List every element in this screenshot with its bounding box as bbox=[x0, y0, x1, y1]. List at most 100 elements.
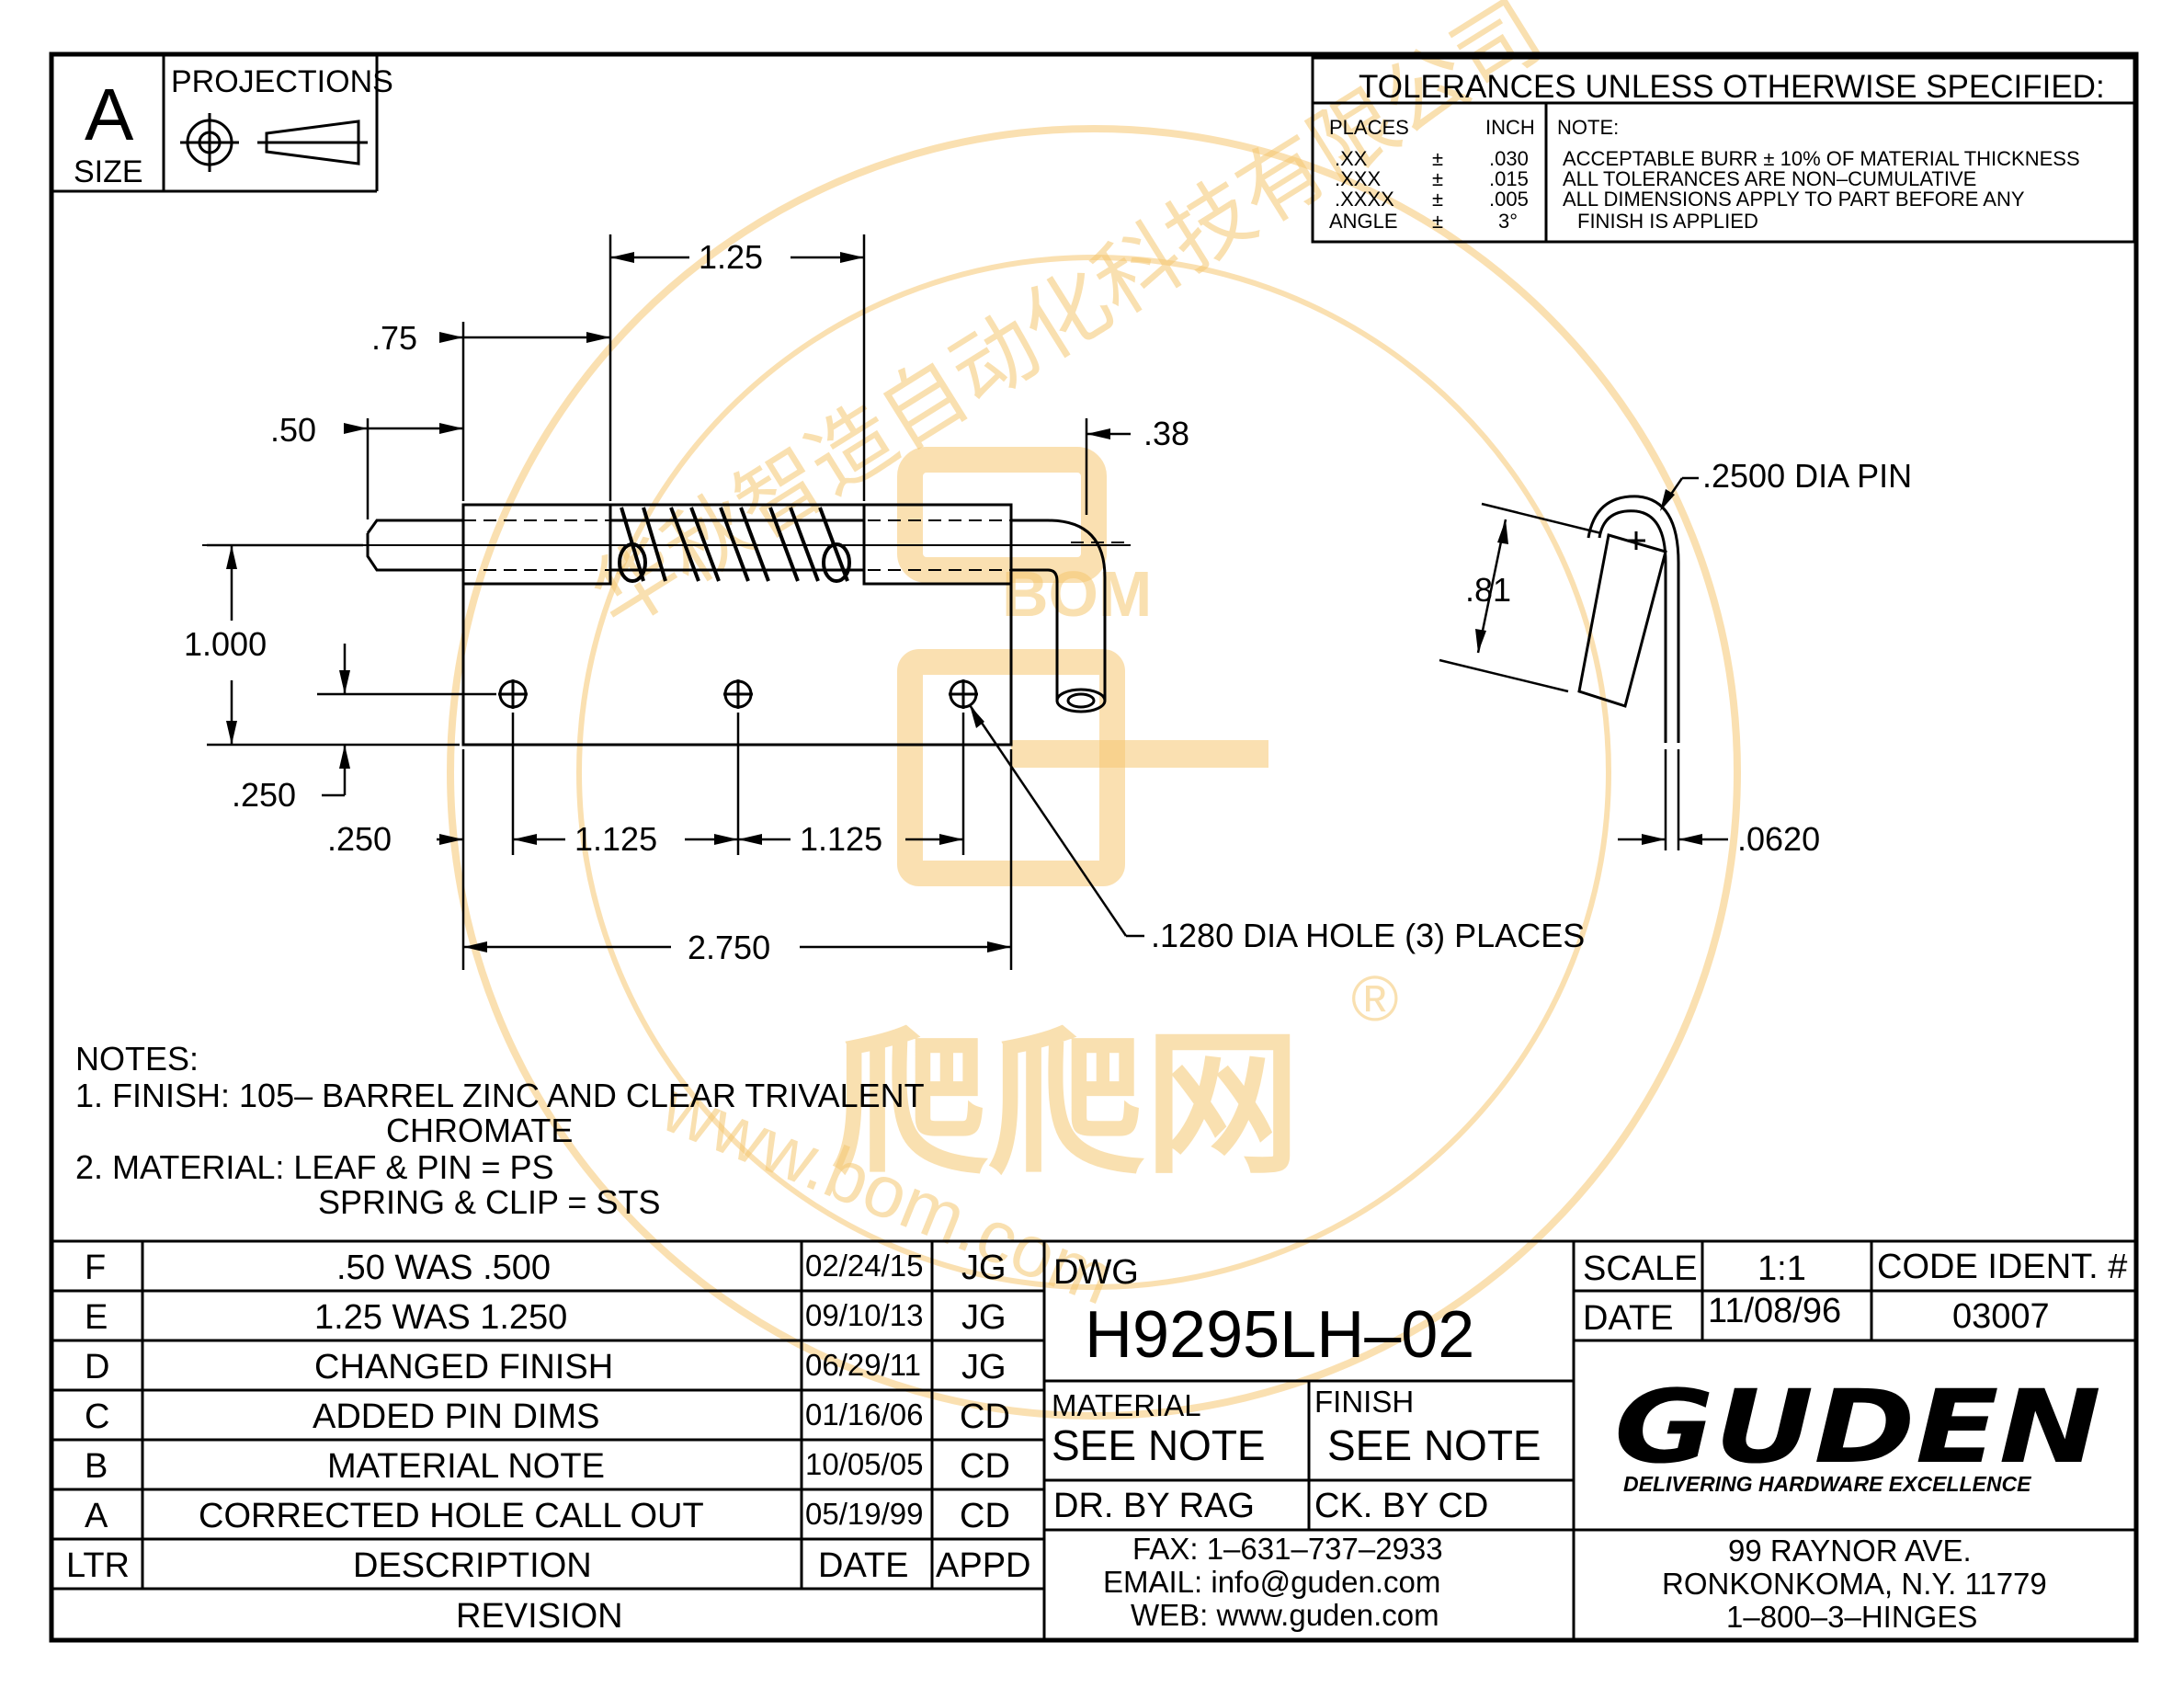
projections-label: PROJECTIONS bbox=[171, 64, 393, 99]
dim-0-38: .38 bbox=[1143, 415, 1189, 452]
spring bbox=[618, 507, 851, 583]
dim-0-250-horizontal: .250 bbox=[327, 820, 392, 858]
note-line: 1. FINISH: 105– BARREL ZINC AND CLEAR TR… bbox=[75, 1077, 925, 1114]
tolerance-inch: .015 bbox=[1489, 167, 1529, 190]
revision-rows: F .50 WAS .500 02/24/15 JG E 1.25 WAS 1.… bbox=[66, 1249, 1030, 1636]
revision-appd: CD bbox=[960, 1397, 1010, 1436]
revision-footer: REVISION bbox=[456, 1597, 623, 1636]
revision-row: B MATERIAL NOTE 10/05/05 CD bbox=[85, 1447, 1010, 1486]
notes-title: NOTES: bbox=[75, 1040, 199, 1078]
revision-date: 09/10/13 bbox=[805, 1298, 923, 1332]
dwg-label: DWG bbox=[1053, 1253, 1139, 1292]
revision-date: 10/05/05 bbox=[805, 1447, 923, 1481]
tolerance-places: .XXX bbox=[1335, 167, 1381, 190]
date-label: DATE bbox=[1583, 1299, 1674, 1338]
note-line: 2. MATERIAL: LEAF & PIN = PS bbox=[75, 1148, 554, 1186]
revision-header-desc: DESCRIPTION bbox=[353, 1546, 592, 1585]
code-ident-label: CODE IDENT. # bbox=[1877, 1248, 2127, 1286]
address-line: 99 RAYNOR AVE. bbox=[1728, 1534, 1972, 1568]
revision-appd: CD bbox=[960, 1447, 1010, 1486]
revision-ltr: C bbox=[85, 1397, 109, 1436]
clip-loop bbox=[1587, 495, 1680, 743]
hole-callout: .1280 DIA HOLE (3) PLACES bbox=[1151, 917, 1585, 954]
tolerance-inch: 3° bbox=[1498, 210, 1518, 233]
drawn-by: DR. BY RAG bbox=[1053, 1487, 1255, 1525]
address-line: RONKONKOMA, N.Y. 11779 bbox=[1662, 1567, 2047, 1601]
dim-2-750: 2.750 bbox=[688, 929, 770, 966]
finish-value: SEE NOTE bbox=[1327, 1421, 1541, 1469]
dim-0-75: .75 bbox=[371, 319, 417, 357]
material-value: SEE NOTE bbox=[1052, 1421, 1266, 1469]
note-line: CHROMATE bbox=[386, 1112, 573, 1149]
revision-desc: .50 WAS .500 bbox=[336, 1249, 551, 1287]
revision-row: F .50 WAS .500 02/24/15 JG bbox=[85, 1249, 1007, 1287]
slogan: DELIVERING HARDWARE EXCELLENCE bbox=[1623, 1472, 2031, 1496]
dim-0-81: .81 bbox=[1465, 571, 1511, 609]
guden-logo: GUDEN bbox=[1614, 1368, 2101, 1486]
side-pin bbox=[1577, 533, 1667, 708]
scale-label: SCALE bbox=[1583, 1249, 1698, 1288]
dim-1-000: 1.000 bbox=[184, 625, 267, 663]
tolerance-inch: .005 bbox=[1489, 188, 1529, 211]
scale-value: 1:1 bbox=[1757, 1249, 1806, 1288]
size-block: A SIZE PROJECTIONS bbox=[51, 54, 393, 193]
side-view-labels: .2500 DIA PIN .81 .0620 bbox=[1465, 457, 1912, 858]
fax: FAX: 1–631–737–2933 bbox=[1132, 1532, 1443, 1566]
pin-callout: .2500 DIA PIN bbox=[1702, 457, 1912, 495]
tolerance-note: ALL TOLERANCES ARE NON–CUMULATIVE bbox=[1563, 167, 1976, 190]
dim-1-25: 1.25 bbox=[699, 238, 763, 276]
tolerance-col-inch: INCH bbox=[1485, 116, 1535, 139]
tolerance-pm: ± bbox=[1432, 188, 1443, 211]
tolerance-pm: ± bbox=[1432, 167, 1443, 190]
dwg-number: H9295LH–02 bbox=[1085, 1298, 1474, 1372]
arrowheads bbox=[226, 252, 1110, 952]
side-view bbox=[1439, 476, 1728, 850]
revision-header-date: DATE bbox=[818, 1546, 909, 1585]
dim-0-250-vertical: .250 bbox=[232, 776, 296, 814]
code-ident-value: 03007 bbox=[1952, 1297, 2050, 1336]
revision-date: 06/29/11 bbox=[805, 1348, 921, 1382]
pin-bend bbox=[1011, 519, 1107, 701]
revision-row: A CORRECTED HOLE CALL OUT 05/19/99 CD bbox=[85, 1497, 1010, 1535]
finish-label: FINISH bbox=[1314, 1385, 1414, 1419]
side-view-arrowheads bbox=[1475, 489, 1702, 845]
watermark-cn-brand: 爬爬网 bbox=[832, 1018, 1301, 1192]
revision-ltr: F bbox=[85, 1249, 106, 1287]
revision-appd: JG bbox=[961, 1348, 1007, 1386]
notes: NOTES: 1. FINISH: 105– BARREL ZINC AND C… bbox=[75, 1040, 925, 1221]
revision-ltr: B bbox=[85, 1447, 108, 1486]
revision-date: 01/16/06 bbox=[805, 1397, 923, 1431]
tolerance-block: TOLERANCES UNLESS OTHERWISE SPECIFIED: P… bbox=[1311, 56, 2136, 244]
revision-appd: CD bbox=[960, 1497, 1010, 1535]
note-line: SPRING & CLIP = STS bbox=[318, 1183, 660, 1221]
tolerance-col-note: NOTE: bbox=[1557, 116, 1619, 139]
revision-desc: 1.25 WAS 1.250 bbox=[314, 1298, 567, 1337]
revision-header-appd: APPD bbox=[936, 1546, 1030, 1585]
email: EMAIL: info@guden.com bbox=[1103, 1565, 1440, 1599]
title-block bbox=[1042, 1239, 2138, 1642]
revision-date: 02/24/15 bbox=[805, 1249, 923, 1283]
dim-0-50: .50 bbox=[270, 411, 316, 449]
tolerance-pm: ± bbox=[1432, 147, 1443, 170]
tolerance-note: FINISH IS APPLIED bbox=[1577, 210, 1758, 233]
checked-by: CK. BY CD bbox=[1314, 1487, 1488, 1525]
dim-1-125-a: 1.125 bbox=[574, 820, 657, 858]
revision-desc: CORRECTED HOLE CALL OUT bbox=[199, 1497, 704, 1535]
material-label: MATERIAL bbox=[1052, 1388, 1201, 1422]
revision-desc: MATERIAL NOTE bbox=[327, 1447, 605, 1486]
dim-0-0620: .0620 bbox=[1737, 820, 1820, 858]
size-letter: A bbox=[85, 74, 134, 155]
web: WEB: www.guden.com bbox=[1131, 1598, 1439, 1632]
watermark-reg: ® bbox=[1351, 963, 1399, 1034]
revision-appd: JG bbox=[961, 1298, 1007, 1337]
hole-icon bbox=[498, 679, 978, 709]
revision-header-ltr: LTR bbox=[66, 1546, 130, 1585]
revision-table bbox=[50, 1239, 1046, 1642]
tolerance-col-places: PLACES bbox=[1329, 116, 1409, 139]
revision-ltr: A bbox=[85, 1497, 108, 1535]
dim-1-125-b: 1.125 bbox=[800, 820, 882, 858]
tolerance-places: .XXXX bbox=[1335, 188, 1394, 211]
revision-ltr: D bbox=[85, 1348, 109, 1386]
dimension-labels: 1.25 .75 .50 .38 1.000 .250 .250 1.125 1… bbox=[184, 238, 1585, 966]
revision-appd: JG bbox=[961, 1249, 1007, 1287]
